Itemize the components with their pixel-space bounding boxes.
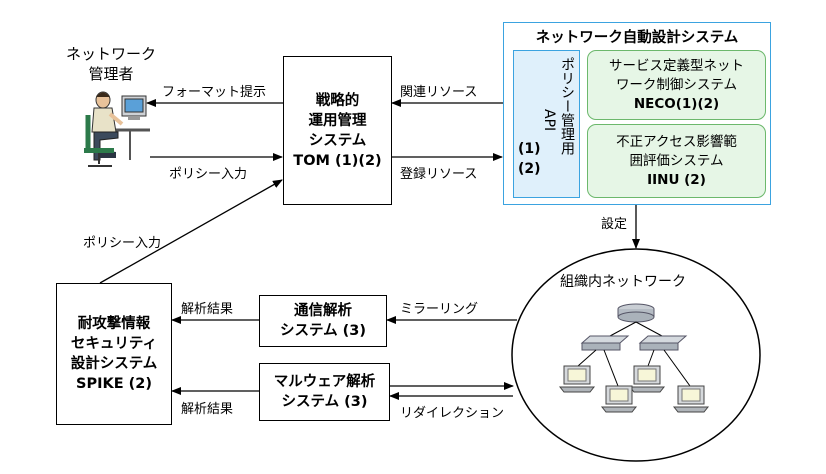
spike-box: 耐攻撃情報 セキュリティ 設計システム SPIKE (2) xyxy=(56,283,172,425)
label-format-present: フォーマット提示 xyxy=(162,85,267,100)
neco-line3: NECO(1)(2) xyxy=(633,95,720,112)
iinu-line2: 囲評価システム xyxy=(629,152,724,169)
neco-line2: ワーク制御システム xyxy=(615,76,738,93)
label-mirroring: ミラーリング xyxy=(400,302,479,317)
switch-icon-right xyxy=(638,335,688,351)
spike-line2: セキュリティ xyxy=(70,336,158,352)
spike-line3: 設計システム xyxy=(70,356,158,372)
switch-icon-left xyxy=(580,335,630,351)
label-related-resource: 関連リソース xyxy=(400,85,478,100)
admin-person-icon xyxy=(84,91,150,167)
policy-input-arrow-spike xyxy=(99,179,283,284)
auto-system-title: ネットワーク自動設計システム xyxy=(535,30,739,46)
admin-label-line1: ネットワーク xyxy=(66,45,157,63)
neco-box: サービス定義型ネット ワーク制御システム NECO(1)(2) xyxy=(587,50,766,120)
tom-line2: 運用管理 xyxy=(308,112,367,129)
api-col-left-bottom: (2) xyxy=(518,161,541,177)
api-col-left-top: (1) xyxy=(518,141,541,157)
comm-analysis-box: 通信解析 システム (3) xyxy=(259,295,387,347)
label-analysis-result-2: 解析結果 xyxy=(181,402,234,417)
malware-analysis-line2: システム (3) xyxy=(281,394,368,410)
iinu-line1: 不正アクセス影響範 xyxy=(616,133,737,150)
malware-analysis-box: マルウェア解析 システム (3) xyxy=(259,363,390,421)
network-label: 組織内ネットワーク xyxy=(560,274,686,290)
tom-line1: 戦略的 xyxy=(315,92,360,109)
label-setting: 設定 xyxy=(601,217,628,232)
router-icon xyxy=(617,303,655,323)
spike-line4: SPIKE (2) xyxy=(76,376,152,392)
admin-label-line2: 管理者 xyxy=(88,65,134,83)
label-policy-input-2: ポリシー入力 xyxy=(83,236,162,251)
api-col-right: ポリシー管理用 xyxy=(559,57,575,155)
neco-line1: サービス定義型ネット xyxy=(609,57,744,74)
label-register-resource: 登録リソース xyxy=(400,167,478,182)
api-col-left: (1) (2) xyxy=(518,139,541,179)
malware-analysis-line1: マルウェア解析 xyxy=(273,374,376,390)
computer-icon-3 xyxy=(600,385,638,413)
admin-label: ネットワーク 管理者 xyxy=(66,44,156,84)
tom-line4: TOM (1)(2) xyxy=(293,152,382,169)
label-redirection: リダイレクション xyxy=(400,406,505,421)
computer-icon-1 xyxy=(558,365,596,393)
spike-line1: 耐攻撃情報 xyxy=(77,316,151,332)
tom-line3: システム xyxy=(308,132,367,149)
policy-api-box: ポリシー管理用 API (1) (2) xyxy=(513,50,580,198)
comm-analysis-line2: システム (3) xyxy=(280,323,366,339)
api-col-mid: API xyxy=(541,109,557,132)
iinu-box: 不正アクセス影響範 囲評価システム IINU (2) xyxy=(587,124,766,198)
label-analysis-result-1: 解析結果 xyxy=(181,302,234,317)
computer-icon-2 xyxy=(628,365,666,393)
computer-icon-4 xyxy=(672,385,710,413)
tom-box: 戦略的 運用管理 システム TOM (1)(2) xyxy=(283,56,392,205)
label-policy-input-1: ポリシー入力 xyxy=(169,167,248,182)
iinu-line3: IINU (2) xyxy=(647,171,706,188)
comm-analysis-line1: 通信解析 xyxy=(294,303,352,319)
